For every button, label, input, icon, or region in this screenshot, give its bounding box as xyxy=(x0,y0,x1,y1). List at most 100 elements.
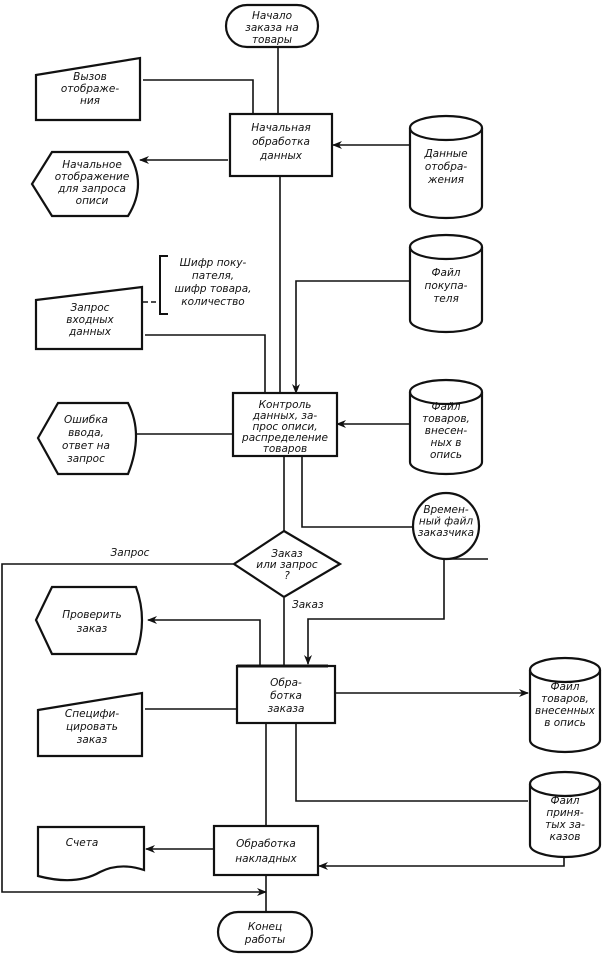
label-line: внесен- xyxy=(425,425,468,437)
label-line: описи xyxy=(76,195,109,207)
label-line: заказ xyxy=(77,734,108,746)
edge-calldisplay-initial xyxy=(143,79,254,114)
label-line: ных в xyxy=(431,437,462,449)
label-line: Обработка xyxy=(236,838,296,850)
label-line: Данные xyxy=(423,148,467,160)
label-line: распределение xyxy=(241,432,328,444)
label-line: казов xyxy=(550,831,581,843)
label-line: ? xyxy=(284,570,290,582)
call-display-input xyxy=(34,56,142,122)
label-line: Конец xyxy=(248,921,282,933)
label-line: Ошибка xyxy=(64,414,108,426)
label-line: Счета xyxy=(66,837,99,849)
temp-file-circle xyxy=(411,491,481,561)
label-line: данных xyxy=(68,326,112,338)
goods-file-1-storage-top xyxy=(408,391,484,406)
label-line: Файл xyxy=(550,681,579,693)
start-terminator xyxy=(224,3,320,49)
label-line: Времен- xyxy=(423,504,469,516)
label-line: Файл xyxy=(431,401,460,413)
input-error-shape xyxy=(36,401,138,476)
label-line: Заказ xyxy=(271,548,303,560)
edge-accepted-invoice xyxy=(318,852,565,870)
label-line: отобра- xyxy=(425,161,468,173)
initial-display-shape xyxy=(30,150,139,218)
decision-diamond xyxy=(232,529,343,599)
invoice-processing-box xyxy=(212,824,320,877)
initial-processing-box xyxy=(228,112,334,178)
customer-file-storage-top xyxy=(408,246,484,261)
label-line: цировать xyxy=(66,721,118,733)
edge-tempfile-order xyxy=(304,560,445,665)
initial-processing-label: Начальная обработка данных xyxy=(251,122,310,162)
label-line: пателя, xyxy=(192,270,234,282)
label-line: ввода, xyxy=(68,427,104,439)
label-line: работы xyxy=(244,934,285,946)
label-line: теля xyxy=(433,293,459,305)
edge-label-order: Заказ xyxy=(292,599,324,611)
label-line: отображе- xyxy=(61,83,119,95)
label-line: или запрос xyxy=(256,559,318,571)
label-line: Проверить xyxy=(62,609,121,621)
specify-order-input xyxy=(36,691,144,758)
goods-file-2-storage-top xyxy=(528,669,602,684)
input-request-input xyxy=(34,285,144,351)
label-line: товары xyxy=(252,34,292,46)
label-line: ботка xyxy=(270,690,302,702)
display-data-storage xyxy=(408,114,484,220)
connectors xyxy=(1,45,565,912)
edge-customerfile-control xyxy=(292,280,409,394)
label-line: запрос xyxy=(67,453,105,465)
edge-order-accepted xyxy=(295,723,528,802)
label-line: Файл xyxy=(431,267,460,279)
edge-inputrequest-control xyxy=(145,334,266,393)
label-line: Начало xyxy=(252,10,292,22)
label-line: обработка xyxy=(252,136,310,148)
label-line: накладных xyxy=(235,853,297,865)
label-line: для запроса xyxy=(57,183,126,195)
label-line: Файл xyxy=(550,795,579,807)
label-line: покупа- xyxy=(425,280,468,292)
label-line: тых за- xyxy=(545,819,585,831)
label-line: данных xyxy=(259,150,303,162)
edge-decision-request xyxy=(1,563,267,896)
label-line: ответ на xyxy=(62,440,110,452)
label-line: товаров, xyxy=(541,693,589,705)
label-line: Специфи- xyxy=(65,708,119,720)
control-box xyxy=(231,391,339,458)
input-comment-label: Шифр поку-пателя,шифр товара,количество xyxy=(174,257,251,308)
label-line: в опись xyxy=(544,717,586,729)
label-line: данных, за- xyxy=(252,410,318,422)
display-data-storage-top xyxy=(408,127,484,142)
check-order-shape xyxy=(34,585,144,656)
invoices-document xyxy=(36,825,146,882)
label-line: входных xyxy=(66,314,114,326)
label-line: Начальное xyxy=(62,159,122,171)
order-processing-box xyxy=(235,664,337,725)
label-line: отображение xyxy=(55,171,130,183)
label-line: прос описи, xyxy=(252,421,317,433)
customer-file-storage xyxy=(408,233,484,334)
input-comment-bracket xyxy=(159,255,168,315)
label-line: Начальная xyxy=(251,122,310,134)
label-line: Обра- xyxy=(270,677,302,689)
edge-label-request: Запрос xyxy=(111,547,150,559)
label-line: Вызов xyxy=(73,71,107,83)
accepted-orders-storage-top xyxy=(528,783,602,798)
accepted-orders-storage xyxy=(528,770,602,859)
